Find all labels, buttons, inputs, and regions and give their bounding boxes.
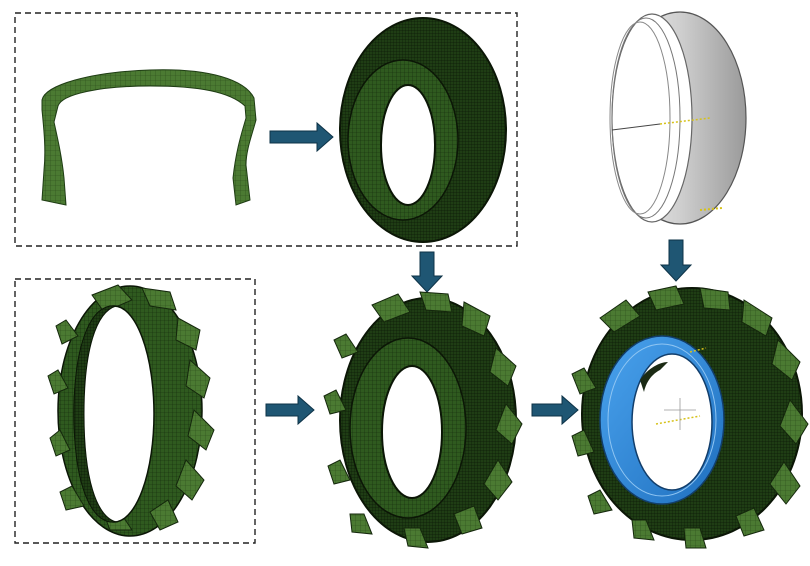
- tread-ring-icon: [47, 284, 215, 537]
- rim-icon: [609, 11, 747, 225]
- tire-rim-assembly-icon: [571, 285, 809, 549]
- arrow-rim-to-assembly: [659, 239, 693, 282]
- tread-generation-box: [14, 278, 256, 544]
- arrow-carcass-to-lugged-tire: [410, 251, 444, 293]
- arrow-tread-to-lugged-tire: [265, 394, 315, 426]
- arrow-cross-section-to-carcass: [269, 121, 334, 153]
- tire-carcass-icon: [339, 17, 507, 243]
- carcass-generation-box: [14, 12, 518, 247]
- arrow-lugged-tire-to-assembly: [531, 394, 579, 426]
- tire-cross-section-icon: [41, 69, 257, 206]
- lugged-tire-icon: [323, 291, 523, 549]
